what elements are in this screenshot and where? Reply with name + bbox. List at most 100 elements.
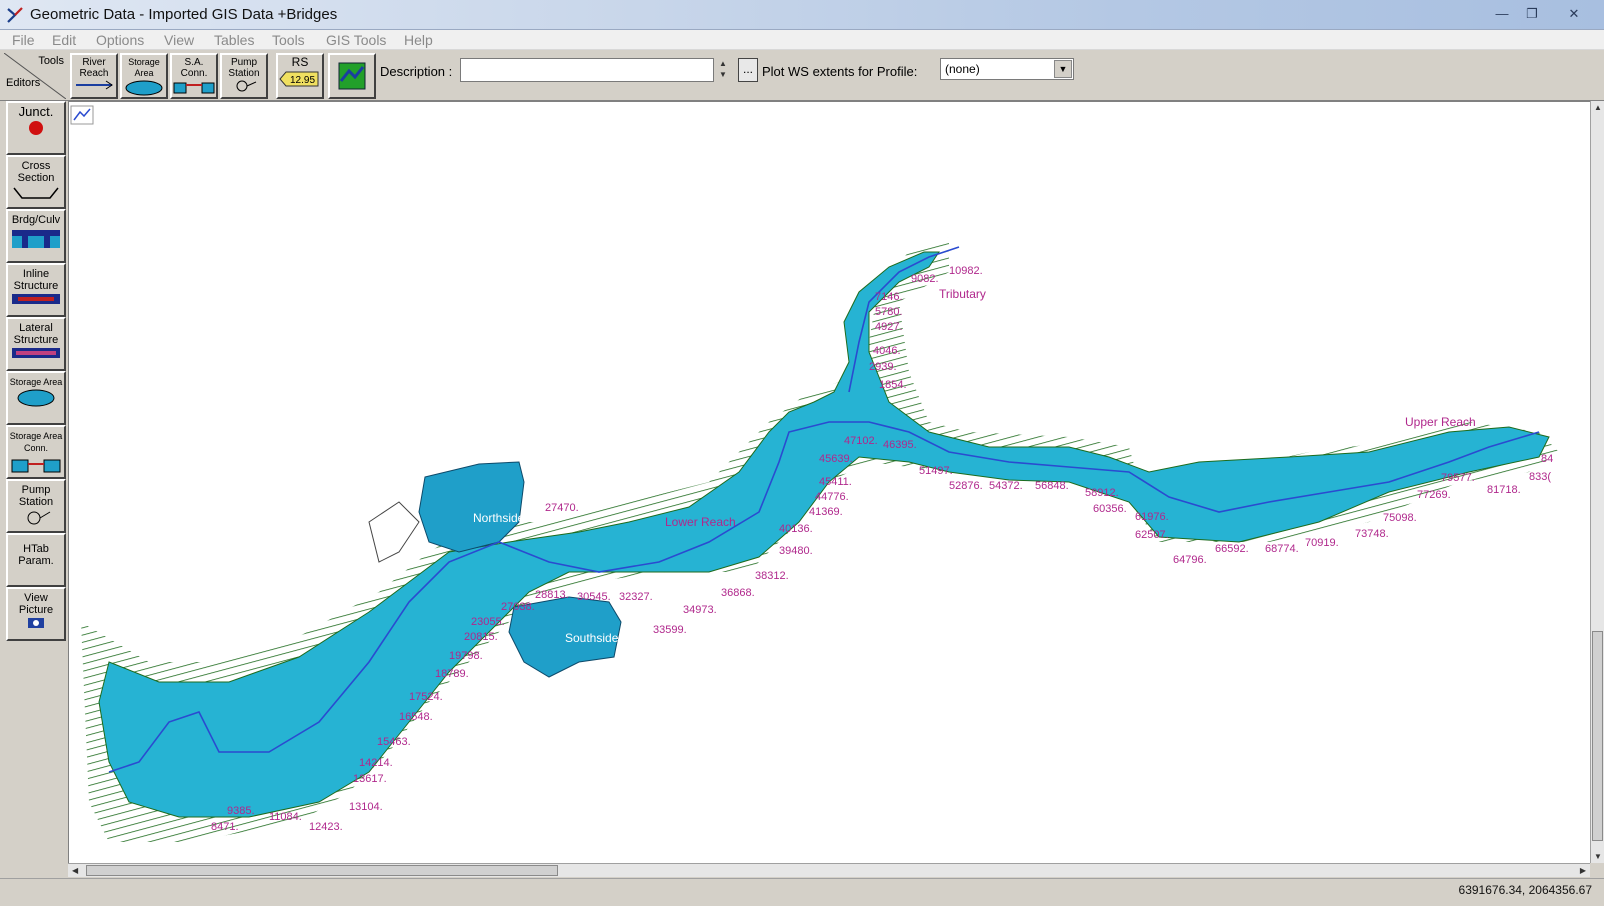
storage-area-icon	[17, 389, 55, 407]
storage-area-icon	[125, 80, 163, 96]
tools-label: Tools	[38, 55, 64, 67]
menu-file[interactable]: File	[12, 32, 35, 48]
horizontal-scrollbar[interactable]: ◀ ▶	[68, 863, 1590, 877]
tools-editors-corner: Tools Editors	[4, 53, 66, 99]
menu-options[interactable]: Options	[96, 32, 145, 48]
storage-area-button[interactable]: Storage Area	[120, 53, 168, 99]
scroll-up-icon[interactable]: ▲	[1594, 103, 1602, 112]
description-label: Description :	[380, 64, 453, 79]
scroll-down-icon[interactable]: ▼	[1594, 852, 1602, 861]
pump-station-icon	[27, 511, 51, 525]
station-label: 33599.	[653, 624, 687, 636]
background-map-button[interactable]	[328, 53, 376, 99]
sa-connection-icon	[173, 82, 215, 94]
storage-area-connection-editor-button[interactable]: Storage Area Conn.	[6, 425, 66, 479]
bridge-culvert-editor-button[interactable]: Brdg/Culv	[6, 209, 66, 263]
window-title: Geometric Data - Imported GIS Data +Brid…	[30, 6, 338, 23]
station-label: 60356.	[1093, 503, 1127, 515]
status-bar: 6391676.34, 2064356.67	[0, 878, 1604, 906]
junction-icon	[29, 121, 43, 135]
menu-tables[interactable]: Tables	[214, 32, 255, 48]
station-label: 77269.	[1417, 489, 1451, 501]
vertical-scrollbar[interactable]: ▲ ▼	[1590, 101, 1604, 863]
close-button[interactable]: ✕	[1568, 6, 1580, 21]
station-label: 14214.	[359, 757, 393, 769]
junction-editor-button[interactable]: Junct.	[6, 101, 66, 155]
river-station-tag-icon: 12.95	[279, 71, 319, 87]
station-label: 18789.	[435, 668, 469, 680]
station-label: 47102.	[844, 435, 878, 447]
station-label: 11084.	[269, 811, 302, 823]
storage-area-editor-button[interactable]: Storage Area	[6, 371, 66, 425]
description-input[interactable]	[460, 58, 714, 82]
station-label: 45639.	[819, 453, 853, 465]
rs-tag-text: 12.95	[290, 75, 315, 86]
lateral-structure-editor-button[interactable]: Lateral Structure	[6, 317, 66, 371]
description-browse-button[interactable]: ...	[738, 58, 758, 82]
vertical-scroll-thumb[interactable]	[1592, 631, 1603, 841]
reach-names: Tributary Upper Reach Lower Reach Norths…	[473, 287, 1476, 645]
station-label: 51497.	[919, 465, 953, 477]
corner-divider-icon	[4, 53, 66, 99]
pump-station-editor-button[interactable]: Pump Station	[6, 479, 66, 533]
htab-param-editor-button[interactable]: HTab Param.	[6, 533, 66, 587]
profile-select-value: (none)	[945, 62, 980, 76]
menu-view[interactable]: View	[164, 32, 195, 48]
lateral-structure-icon	[12, 348, 60, 358]
menu-edit[interactable]: Edit	[52, 32, 77, 48]
station-label: 54372.	[989, 480, 1023, 492]
pump-station-button[interactable]: Pump Station	[220, 53, 268, 99]
coordinate-readout: 6391676.34, 2064356.67	[1458, 883, 1592, 897]
scroll-left-icon[interactable]: ◀	[72, 866, 79, 875]
station-label: 30545.	[577, 591, 611, 603]
station-label: 19798.	[449, 650, 483, 662]
reach-name-upper: Upper Reach	[1405, 415, 1476, 429]
storage-area-name-north: Northside	[473, 511, 525, 525]
inline-structure-editor-button[interactable]: Inline Structure	[6, 263, 66, 317]
chevron-down-icon[interactable]: ▼	[1054, 60, 1072, 78]
river-water-area	[98, 251, 1550, 818]
station-label: 41369.	[809, 506, 843, 518]
minimize-button[interactable]: —	[1495, 6, 1509, 21]
river-reach-button[interactable]: River Reach	[70, 53, 118, 99]
menu-gis-tools[interactable]: GIS Tools	[326, 32, 387, 48]
station-label: 79577.	[1441, 472, 1475, 484]
cross-section-editor-button[interactable]: Cross Section	[6, 155, 66, 209]
rs-button[interactable]: RS 12.95	[276, 53, 324, 99]
station-label: 75098.	[1383, 512, 1417, 524]
profile-select[interactable]: (none) ▼	[940, 58, 1074, 80]
station-label: 27038.	[501, 601, 535, 613]
menu-tools[interactable]: Tools	[272, 32, 305, 48]
inline-structure-icon	[12, 294, 60, 304]
scroll-right-icon[interactable]: ▶	[1579, 866, 1586, 875]
station-labels: 10982. 9082. 7146. 5780. 4927. 4046. 293…	[211, 265, 1553, 833]
geometry-map-canvas[interactable]: 10982. 9082. 7146. 5780. 4927. 4046. 293…	[68, 101, 1590, 863]
station-label: 39480.	[779, 545, 813, 557]
station-label: 5780.	[875, 306, 903, 318]
river-geometry-map: 10982. 9082. 7146. 5780. 4927. 4046. 293…	[70, 105, 1559, 842]
station-label: 13104.	[349, 801, 383, 813]
station-label: 64796.	[1173, 554, 1207, 566]
station-label: 36868.	[721, 587, 755, 599]
station-label: 4927.	[875, 321, 903, 333]
description-spinner[interactable]: ▲▼	[719, 59, 727, 79]
station-label: 16548.	[399, 711, 433, 723]
river-reach-icon	[76, 80, 113, 90]
maximize-button[interactable]: ❐	[1526, 6, 1538, 21]
station-label: 46395.	[883, 439, 917, 451]
storage-areas	[368, 461, 622, 678]
station-label: 52876.	[949, 480, 983, 492]
reach-name-lower: Lower Reach	[665, 515, 736, 529]
editors-label: Editors	[6, 77, 41, 89]
main-channel-line	[108, 246, 1540, 773]
station-label: 1854.	[879, 379, 907, 391]
reach-name-tributary: Tributary	[939, 287, 986, 301]
horizontal-scroll-thumb[interactable]	[86, 865, 558, 876]
sa-connection-button[interactable]: S.A. Conn.	[170, 53, 218, 99]
station-label: 23055.	[471, 616, 505, 628]
station-label: 28813.	[535, 589, 569, 601]
station-label: 81718.	[1487, 484, 1521, 496]
view-picture-button[interactable]: View Picture	[6, 587, 66, 641]
station-label: 73748.	[1355, 528, 1389, 540]
menu-help[interactable]: Help	[404, 32, 433, 48]
